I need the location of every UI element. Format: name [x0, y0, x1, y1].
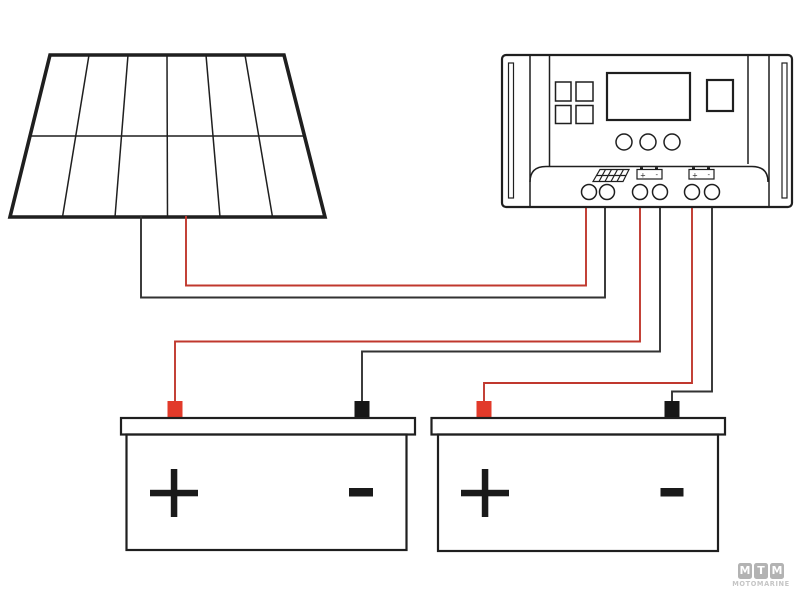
round-button-1[interactable] [615, 133, 633, 151]
terminal-strip-top [529, 165, 769, 183]
pv-positive-terminal[interactable] [580, 183, 598, 201]
battery2-plus-symbol [461, 469, 509, 517]
battery1-negative-post [354, 401, 370, 419]
controller-side-port [705, 78, 735, 113]
mtm-logo-letters: M T M [728, 563, 794, 579]
battery-1 [119, 401, 417, 552]
battery1-plus-symbol [150, 469, 198, 517]
battery2-icon: + - [688, 167, 715, 180]
logo-letter-t: T [754, 563, 768, 579]
battery1-negative-wire [361, 206, 661, 404]
small-button-2[interactable] [575, 81, 594, 102]
round-button-3[interactable] [663, 133, 681, 151]
small-button-1[interactable] [554, 81, 572, 102]
solar-panel [7, 53, 328, 219]
battery2-icon-minus: - [708, 171, 711, 179]
battery1-icon: + - [636, 167, 663, 180]
small-button-4[interactable] [575, 104, 594, 125]
wires [140, 206, 713, 404]
battery1-icon-minus: - [656, 171, 659, 179]
battery2-body [436, 433, 720, 553]
round-button-2[interactable] [639, 133, 657, 151]
mtm-logo: M T M MOTOMARINE [728, 563, 794, 588]
battery2-negative-post [664, 401, 680, 419]
battery1-positive-wire [174, 206, 641, 404]
controller-button-grid[interactable] [554, 81, 594, 125]
logo-letter-m2: M [770, 563, 784, 579]
small-button-3[interactable] [554, 104, 572, 125]
logo-subtitle: MOTOMARINE [732, 580, 790, 588]
battery2-negative-terminal[interactable] [703, 183, 721, 201]
battery1-lid [119, 416, 417, 436]
pv-negative-wire [140, 206, 606, 299]
battery2-icon-plus: + [692, 171, 698, 179]
terminal-screws[interactable] [580, 183, 721, 201]
lcd-display [605, 71, 692, 122]
battery2-positive-terminal[interactable] [683, 183, 701, 201]
solar-panel-grid [30, 54, 305, 218]
battery2-negative-wire [671, 206, 713, 404]
pv-positive-wire [185, 206, 587, 287]
solar-panel-icon [591, 168, 630, 183]
battery1-minus-symbol [349, 488, 373, 497]
battery1-body [125, 433, 408, 552]
controller-left-slot [507, 62, 515, 199]
controller-right-slot [781, 62, 788, 199]
battery1-positive-terminal[interactable] [631, 183, 649, 201]
battery1-positive-post [167, 401, 183, 419]
battery1-negative-terminal[interactable] [651, 183, 669, 201]
battery-2 [430, 401, 727, 553]
logo-letter-m1: M [738, 563, 752, 579]
pv-negative-terminal[interactable] [598, 183, 616, 201]
battery2-positive-wire [483, 206, 693, 404]
battery1-icon-plus: + [640, 171, 646, 179]
controller-housing [500, 53, 794, 209]
charge-controller: + - + - [500, 53, 794, 209]
battery2-minus-symbol [660, 488, 684, 497]
controller-round-buttons[interactable] [615, 133, 681, 151]
battery2-lid [430, 416, 727, 436]
battery2-positive-post [476, 401, 492, 419]
